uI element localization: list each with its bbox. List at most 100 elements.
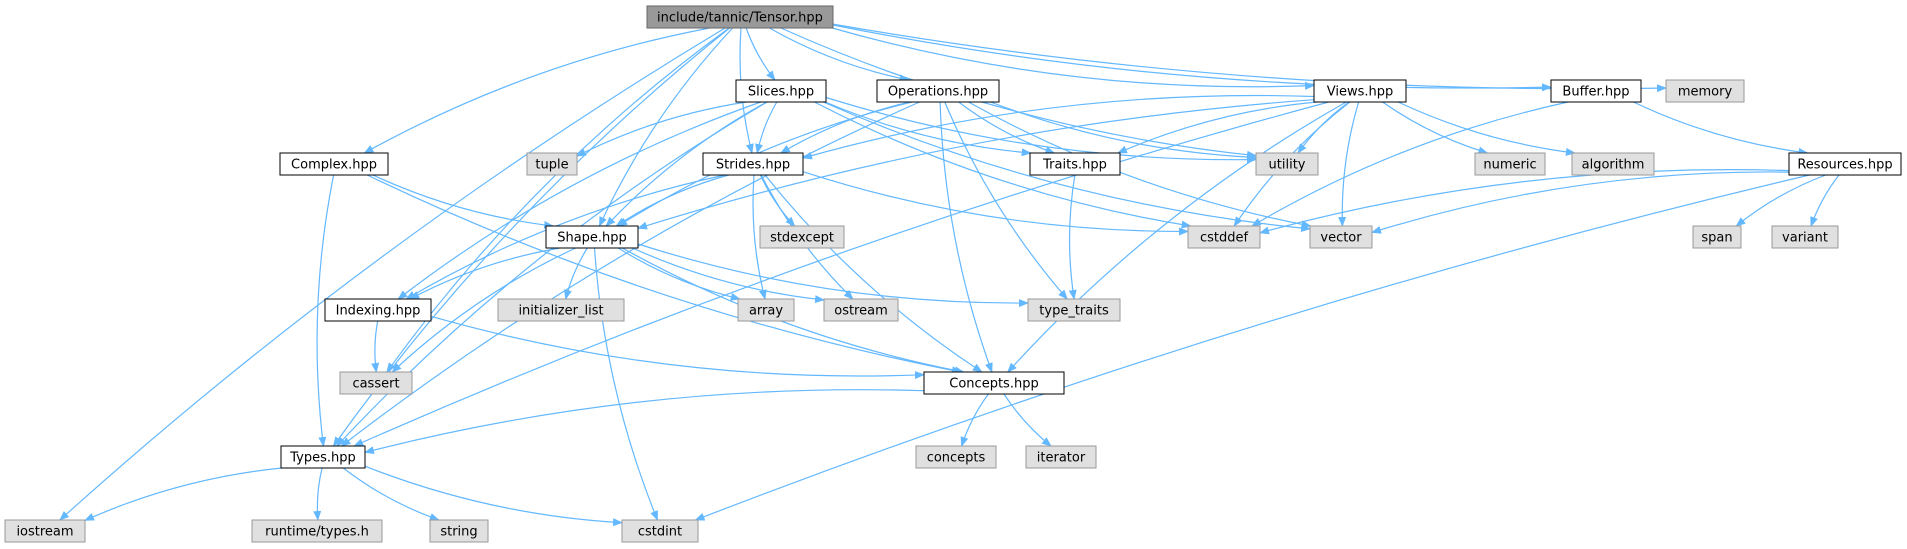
- edge-concepts_hpp-to-types: [364, 389, 925, 455]
- edge-concepts_hpp-to-iterator: [1003, 393, 1052, 447]
- node-label: string: [440, 525, 477, 540]
- edge-tensor-to-complex: [363, 27, 710, 154]
- node-box: [279, 152, 389, 176]
- edge-types-to-cstdint: [364, 465, 623, 527]
- edge-views-to-traits: [1116, 101, 1318, 154]
- node-box: [876, 79, 1000, 103]
- edge-views-to-concepts_hpp: [1007, 101, 1347, 373]
- node-shape[interactable]: Shape.hpp: [545, 225, 639, 249]
- edge-resources-to-cstdint: [694, 174, 1810, 521]
- node-label: Resources.hpp: [1797, 158, 1892, 173]
- node-box: [923, 371, 1065, 395]
- node-cstdint: cstdint: [621, 519, 699, 543]
- node-concepts: concepts: [915, 445, 997, 469]
- node-views[interactable]: Views.hpp: [1313, 79, 1407, 103]
- node-cstddef: cstddef: [1187, 225, 1261, 249]
- node-box: [526, 152, 578, 176]
- node-stdexcept: stdexcept: [759, 225, 845, 249]
- edge-types-to-iostream: [84, 467, 282, 521]
- node-box: [339, 371, 413, 395]
- node-box: [915, 445, 997, 469]
- edge-views-to-shape: [637, 99, 1315, 230]
- node-label: Complex.hpp: [291, 158, 377, 173]
- edge-resources-to-vector: [1371, 171, 1790, 234]
- node-label: iterator: [1037, 451, 1086, 466]
- node-label: array: [749, 304, 783, 319]
- edge-operations-to-strides: [780, 101, 911, 154]
- node-resources[interactable]: Resources.hpp: [1788, 152, 1902, 176]
- node-label: iostream: [16, 525, 73, 540]
- node-complex[interactable]: Complex.hpp: [279, 152, 389, 176]
- node-slices[interactable]: Slices.hpp: [735, 79, 827, 103]
- node-operations[interactable]: Operations.hpp: [876, 79, 1000, 103]
- edge-types-to-string: [342, 467, 440, 521]
- node-cassert: cassert: [339, 371, 413, 395]
- node-algorithm: algorithm: [1571, 152, 1655, 176]
- node-label: Operations.hpp: [888, 85, 988, 100]
- node-string: string: [429, 519, 489, 543]
- node-traits[interactable]: Traits.hpp: [1029, 152, 1121, 176]
- node-label: variant: [1782, 231, 1828, 246]
- node-tensor[interactable]: include/tannic/Tensor.hpp: [646, 5, 834, 29]
- node-memory: memory: [1665, 79, 1745, 103]
- edge-operations-to-shape: [617, 101, 913, 227]
- edge-views-to-types: [353, 101, 1329, 447]
- node-box: [324, 298, 432, 322]
- edge-buffer-to-resources: [1633, 101, 1809, 156]
- edge-resources-to-span: [1735, 174, 1826, 227]
- node-label: utility: [1269, 158, 1306, 173]
- node-box: [1771, 225, 1839, 249]
- node-buffer[interactable]: Buffer.hpp: [1550, 79, 1642, 103]
- node-box: [1692, 225, 1742, 249]
- node-label: cassert: [352, 377, 399, 392]
- node-box: [1255, 152, 1319, 176]
- node-box: [823, 298, 899, 322]
- node-concepts-hpp[interactable]: Concepts.hpp: [923, 371, 1065, 395]
- edge-views-to-vector: [1338, 101, 1360, 227]
- node-label: Shape.hpp: [557, 231, 627, 246]
- node-label: include/tannic/Tensor.hpp: [657, 11, 823, 26]
- node-iterator: iterator: [1025, 445, 1097, 469]
- edge-strides-to-indexing: [405, 174, 725, 300]
- node-box: [735, 79, 827, 103]
- edge-tensor-to-iostream: [59, 27, 726, 521]
- node-type-traits: type_traits: [1027, 298, 1121, 322]
- node-label: vector: [1320, 231, 1362, 246]
- node-iostream: iostream: [4, 519, 86, 543]
- edge-shape-to-indexing: [409, 247, 560, 300]
- edge-tensor-to-views: [832, 27, 1315, 90]
- node-span: span: [1692, 225, 1742, 249]
- node-label: cstdint: [638, 525, 682, 540]
- edge-slices-to-traits: [825, 101, 1032, 157]
- node-strides[interactable]: Strides.hpp: [702, 152, 804, 176]
- edge-slices-to-indexing: [397, 101, 761, 300]
- node-box: [1025, 445, 1097, 469]
- node-box: [1029, 152, 1121, 176]
- node-box: [1313, 79, 1407, 103]
- edge-slices-to-utility: [825, 96, 1257, 164]
- node-label: runtime/types.h: [265, 525, 369, 540]
- node-box: [1788, 152, 1902, 176]
- node-types[interactable]: Types.hpp: [280, 445, 366, 469]
- edge-buffer-to-cstddef: [1251, 101, 1569, 227]
- node-box: [1550, 79, 1642, 103]
- edge-complex-to-types: [316, 174, 335, 447]
- node-runtime-types: runtime/types.h: [251, 519, 383, 543]
- node-label: Strides.hpp: [716, 158, 790, 173]
- node-variant: variant: [1771, 225, 1839, 249]
- node-box: [621, 519, 699, 543]
- edge-strides-to-shape: [615, 174, 729, 227]
- node-label: type_traits: [1039, 304, 1109, 319]
- node-numeric: numeric: [1474, 152, 1546, 176]
- edge-shape-to-type_traits: [637, 243, 1029, 308]
- edge-operations-to-utility: [990, 101, 1257, 162]
- node-indexing[interactable]: Indexing.hpp: [324, 298, 432, 322]
- node-box: [759, 225, 845, 249]
- edge-complex-to-shape: [372, 174, 555, 229]
- edge-slices-to-strides: [755, 101, 778, 154]
- node-box: [1187, 225, 1261, 249]
- node-box: [1027, 298, 1121, 322]
- node-box: [646, 5, 834, 29]
- node-label: stdexcept: [770, 231, 834, 246]
- edge-shape-to-initializer_list: [563, 247, 588, 300]
